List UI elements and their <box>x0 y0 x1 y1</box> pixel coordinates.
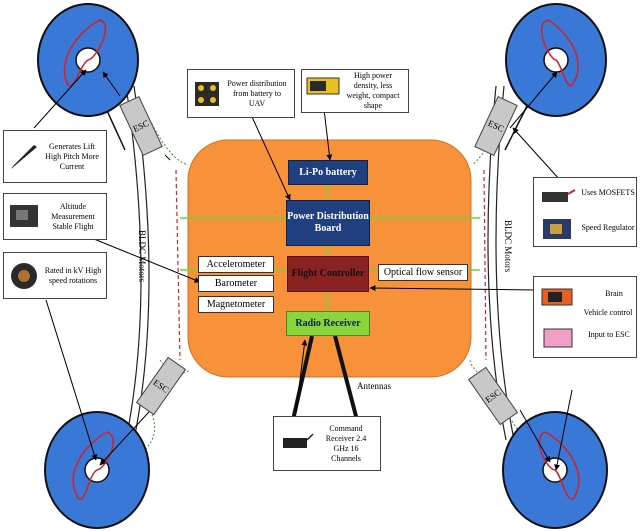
antenna-lines <box>291 335 359 421</box>
radio-receiver-box: Radio Receiver <box>286 311 370 336</box>
magnetometer-box: Magnetometer <box>198 296 274 313</box>
barometer-box: Barometer <box>198 275 274 292</box>
bldc-label-right: BLDC Motors <box>503 220 513 272</box>
esc-info-callout: Uses MOSFETS Speed Regulator <box>533 177 637 247</box>
pink-module-icon <box>543 328 573 348</box>
mosfet-esc-icon <box>542 189 576 202</box>
power-dist-callout: Power distribution from battery to UAV <box>187 69 295 118</box>
mosfet-text: Uses MOSFETS <box>581 188 635 197</box>
flight-controller-label: Flight Controller <box>291 268 365 279</box>
barometer-label: Barometer <box>214 278 258 289</box>
battery-note-text: High power density, less weight, compact… <box>346 71 400 110</box>
speed-controller-icon <box>543 219 571 239</box>
pdb-box: Power Distribution Board <box>286 200 370 246</box>
propeller-text: Generates Lift High Pitch More Current <box>45 141 99 171</box>
motor-bottom-right <box>502 411 608 529</box>
speed-text: Speed Regulator <box>581 223 635 232</box>
bldc-motor-icon <box>11 263 37 289</box>
optical-flow-box: Optical flow sensor <box>378 264 468 281</box>
battery-box: Li-Po battery <box>288 160 368 185</box>
flight-controller-box: Flight Controller <box>287 256 369 292</box>
altitude-callout: Altitude Measurement Stable Flight <box>3 193 107 240</box>
bldc-label-left: BLDC Motors <box>137 230 147 282</box>
esc-label: ESC <box>483 387 503 405</box>
propeller-callout: Generates Lift High Pitch More Current <box>3 130 107 183</box>
lipo-battery-icon <box>306 77 340 95</box>
bldc-label-text: BLDC Motors <box>503 220 513 273</box>
radio-receiver-label: Radio Receiver <box>295 318 361 329</box>
antennas-text: Antennas <box>357 381 391 391</box>
flight-controller-board-icon <box>10 205 38 227</box>
motor-top-left <box>37 3 139 117</box>
battery-callout: High power density, less weight, compact… <box>301 69 409 113</box>
motor-bottom-left <box>44 411 150 529</box>
esc-label: ESC <box>486 117 506 135</box>
optical-flow-label: Optical flow sensor <box>383 267 463 278</box>
pdb-label: Power Distribution Board <box>287 211 369 234</box>
altitude-text: Altitude Measurement Stable Flight <box>51 201 95 231</box>
vehicle-control-text: Vehicle control <box>583 308 633 317</box>
motor-text: Rated in kV High speed rotations <box>44 265 102 285</box>
magnetometer-label: Magnetometer <box>206 299 266 310</box>
motor-callout: Rated in kV High speed rotations <box>3 252 107 299</box>
accelerometer-label: Accelerometer <box>206 259 266 270</box>
esc-label: ESC <box>131 117 151 135</box>
battery-label: Li-Po battery <box>299 166 357 178</box>
bldc-label-text: BLDC Motors <box>137 230 147 283</box>
accelerometer-box: Accelerometer <box>198 256 274 273</box>
receiver-callout: Command Receiver 2.4 GHz 16 Channels <box>273 416 381 471</box>
power-dist-text: Power distribution from battery to UAV <box>227 78 287 108</box>
radio-receiver-icon <box>283 433 314 448</box>
esc-label: ESC <box>151 377 171 395</box>
antennas-label: Antennas <box>357 381 391 391</box>
motor-top-right <box>505 3 607 117</box>
receiver-text: Command Receiver 2.4 GHz 16 Channels <box>325 423 367 463</box>
brain-callout: Brain Vehicle control Input to ESC <box>533 276 637 358</box>
propeller-icon <box>11 145 37 169</box>
input-esc-text: Input to ESC <box>588 330 630 339</box>
pdb-module-icon <box>195 82 219 106</box>
flight-controller-module-icon <box>541 288 573 306</box>
brain-text: Brain <box>605 289 623 298</box>
